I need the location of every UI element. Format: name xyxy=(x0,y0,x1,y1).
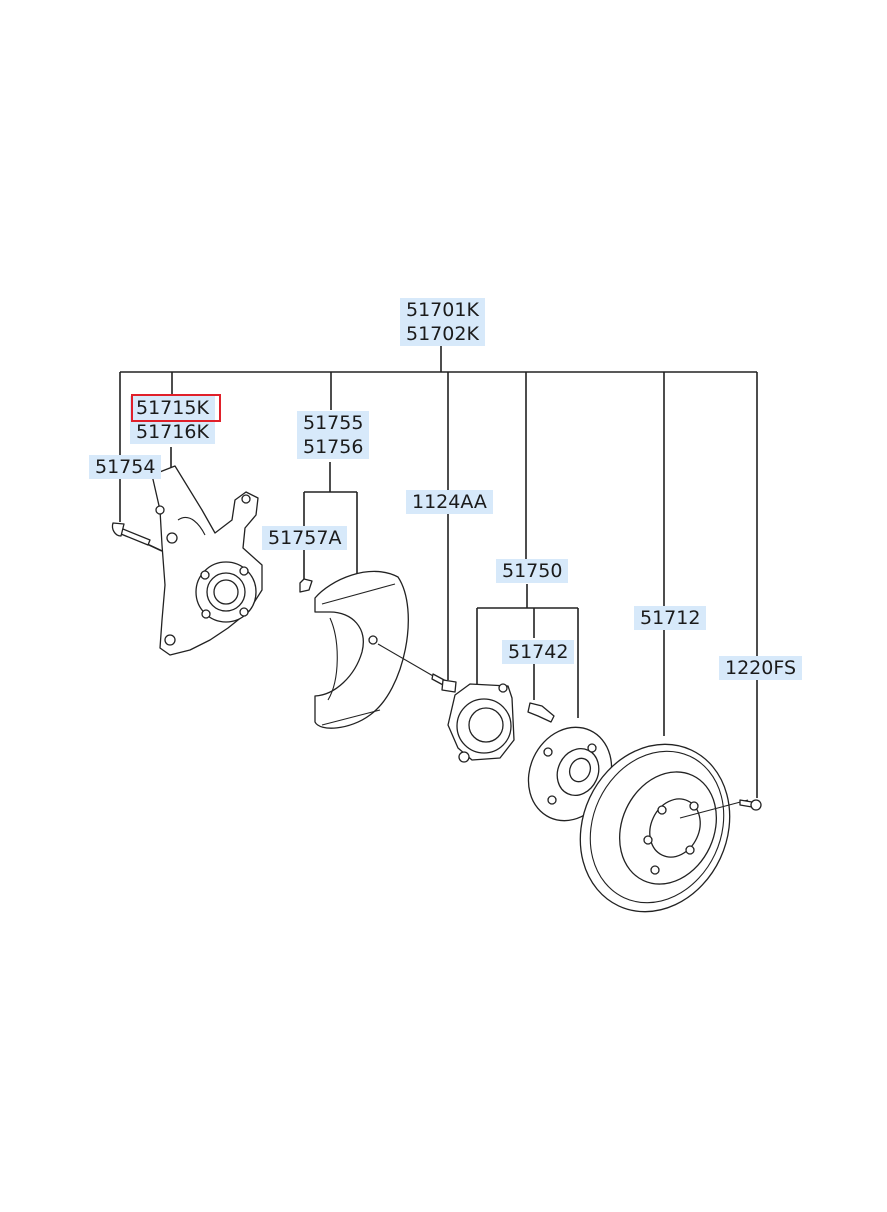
label-hub-assembly-text: 51750 xyxy=(502,560,563,582)
label-assembly-line-1: 51701K xyxy=(406,299,479,321)
label-knuckle-bolt-text: 51754 xyxy=(95,456,156,478)
label-hub-bolt[interactable]: 1124AA xyxy=(406,490,493,514)
label-wheel-bolt-text: 51742 xyxy=(508,641,569,663)
label-hub-bolt-text: 1124AA xyxy=(412,491,487,513)
label-knuckle[interactable]: 51715K 51716K xyxy=(130,396,215,444)
brake-disc-drawing xyxy=(579,743,749,913)
label-dust-cover-screw[interactable]: 51757A xyxy=(262,526,348,550)
label-dust-cover-line-2: 51756 xyxy=(303,436,364,458)
label-dust-cover-screw-text: 51757A xyxy=(268,527,342,549)
label-hub-assembly[interactable]: 51750 xyxy=(496,559,569,583)
hub-bearing-drawing xyxy=(447,683,515,763)
label-disc-screw-text: 1220FS xyxy=(725,657,797,679)
hub-bolt-drawing xyxy=(431,673,457,693)
disc-screw-drawing xyxy=(739,799,762,811)
label-brake-disc[interactable]: 51712 xyxy=(634,606,707,630)
label-knuckle-bolt[interactable]: 51754 xyxy=(89,455,162,479)
knuckle-drawing xyxy=(111,465,263,656)
leader-lines xyxy=(119,346,758,798)
label-brake-disc-text: 51712 xyxy=(640,607,701,629)
label-knuckle-line-2: 51716K xyxy=(136,421,209,443)
label-wheel-bolt[interactable]: 51742 xyxy=(502,640,575,664)
label-assembly-line-2: 51702K xyxy=(406,323,479,345)
wheel-bolt-drawing xyxy=(527,702,555,723)
dust-cover-drawing xyxy=(299,570,441,729)
label-dust-cover[interactable]: 51755 51756 xyxy=(297,411,370,459)
label-dust-cover-line-1: 51755 xyxy=(303,412,364,434)
label-assembly[interactable]: 51701K 51702K xyxy=(400,298,485,346)
label-knuckle-line-1: 51715K xyxy=(136,397,209,419)
label-disc-screw[interactable]: 1220FS xyxy=(719,656,803,680)
